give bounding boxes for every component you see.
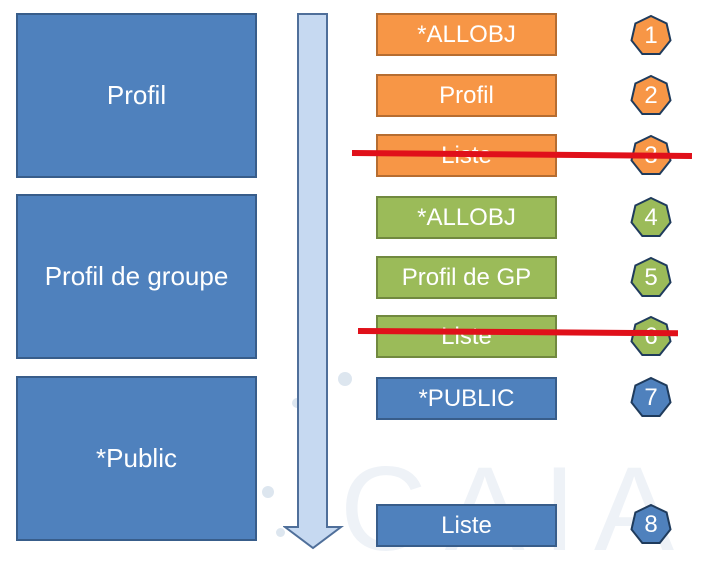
step-number: 7	[644, 384, 658, 411]
step-label: Profil de GP	[401, 263, 532, 291]
step-number-badge-5: 5	[629, 256, 673, 300]
group-label: *Public	[96, 443, 177, 473]
step-label: Liste	[441, 322, 492, 350]
step-number-badge-6: 6	[629, 315, 673, 359]
step-label: Profil	[439, 81, 494, 109]
step-number: 2	[644, 82, 658, 109]
step-7: *PUBLIC	[376, 377, 557, 420]
group-public: *Public	[16, 376, 257, 541]
step-4: *ALLOBJ	[376, 196, 557, 239]
heptagon-icon	[630, 14, 672, 55]
heptagon-icon	[630, 256, 672, 297]
step-5: Profil de GP	[376, 256, 557, 299]
step-number: 8	[644, 511, 658, 538]
step-label: *ALLOBJ	[417, 20, 516, 48]
step-number: 6	[644, 323, 658, 350]
heptagon-icon	[630, 376, 672, 417]
step-label: Liste	[441, 511, 492, 539]
step-number-badge-7: 7	[629, 376, 673, 420]
down-arrow-icon	[283, 13, 344, 550]
step-label: *PUBLIC	[418, 384, 515, 412]
group-profil-de-groupe: Profil de groupe	[16, 194, 257, 359]
group-label: Profil	[106, 80, 167, 110]
step-label: *ALLOBJ	[417, 203, 516, 231]
step-number-badge-4: 4	[629, 196, 673, 240]
heptagon-icon	[630, 74, 672, 115]
step-number-badge-2: 2	[629, 74, 673, 118]
step-number: 4	[644, 204, 658, 231]
step-number-badge-1: 1	[629, 14, 673, 58]
step-1: *ALLOBJ	[376, 13, 557, 56]
step-8: Liste	[376, 504, 557, 547]
diagram-canvas: CAIA Profil Profil de groupe *Public *AL…	[16, 13, 693, 576]
step-6: Liste	[376, 315, 557, 358]
step-number: 1	[644, 22, 658, 49]
step-number: 5	[644, 264, 658, 291]
group-label: Profil de groupe	[44, 261, 229, 291]
step-number-badge-8: 8	[629, 503, 673, 547]
heptagon-icon	[630, 503, 672, 544]
step-2: Profil	[376, 74, 557, 117]
group-profil: Profil	[16, 13, 257, 178]
heptagon-icon	[630, 196, 672, 237]
